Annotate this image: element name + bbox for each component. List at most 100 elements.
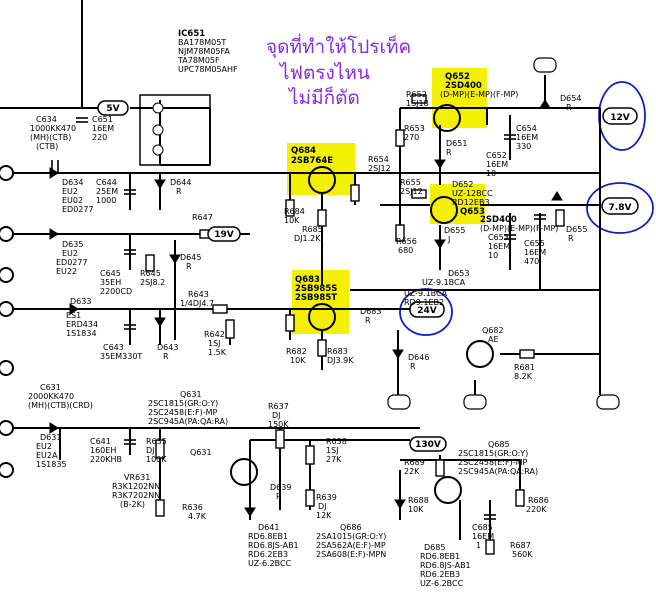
svg-text:EU2A: EU2A [36, 451, 58, 460]
svg-text:EU02: EU02 [62, 196, 83, 205]
svg-text:RD6.2EB3: RD6.2EB3 [420, 570, 460, 579]
svg-text:RD12EB3: RD12EB3 [452, 198, 490, 207]
svg-text:2SD400: 2SD400 [445, 81, 482, 91]
svg-text:ERD434: ERD434 [66, 320, 98, 329]
svg-text:R655: R655 [400, 178, 421, 187]
svg-text:2SD400: 2SD400 [480, 215, 517, 225]
svg-text:2SA608(E:F)-MPN: 2SA608(E:F)-MPN [316, 550, 386, 559]
svg-text:R684: R684 [284, 207, 305, 216]
svg-text:C653: C653 [488, 233, 509, 242]
svg-text:D655: D655 [566, 225, 587, 234]
svg-text:27K: 27K [326, 455, 342, 464]
svg-text:Q653: Q653 [460, 207, 485, 217]
svg-text:D634: D634 [62, 178, 83, 187]
svg-text:R637: R637 [268, 402, 289, 411]
svg-text:35EH: 35EH [100, 278, 121, 287]
svg-text:16EM: 16EM [472, 532, 494, 541]
svg-text:C641: C641 [90, 437, 111, 446]
svg-text:22K: 22K [404, 467, 420, 476]
svg-text:16EM: 16EM [92, 124, 114, 133]
thai-line-3: ไม่มีก็ตัด [287, 85, 360, 109]
svg-text:10: 10 [486, 169, 496, 178]
svg-text:(MH)(CTB): (MH)(CTB) [30, 133, 71, 142]
svg-text:C645: C645 [100, 269, 121, 278]
transistor-q682 [466, 340, 494, 368]
svg-text:D631: D631 [40, 433, 61, 442]
svg-text:R654: R654 [368, 155, 389, 164]
svg-text:RD6.8EB1: RD6.8EB1 [248, 532, 288, 541]
svg-text:1SJ18: 1SJ18 [406, 99, 429, 108]
svg-text:270: 270 [404, 133, 419, 142]
svg-text:ED0277: ED0277 [62, 205, 94, 214]
svg-text:D651: D651 [446, 139, 467, 148]
svg-text:R652: R652 [406, 90, 427, 99]
svg-text:160EH: 160EH [90, 446, 116, 455]
svg-text:220KHB: 220KHB [90, 455, 122, 464]
svg-text:4.7K: 4.7K [188, 512, 207, 521]
svg-text:D655: D655 [444, 226, 465, 235]
svg-text:TA78M05F: TA78M05F [177, 56, 220, 65]
svg-text:2SB985S: 2SB985S [295, 284, 337, 294]
svg-text:R643: R643 [188, 290, 209, 299]
svg-text:UPC78M05AHF: UPC78M05AHF [178, 65, 238, 74]
svg-text:D652: D652 [452, 180, 473, 189]
svg-text:RD6.8JS-AB1: RD6.8JS-AB1 [420, 561, 471, 570]
svg-text:R642: R642 [204, 330, 225, 339]
svg-text:UZ-9.1BCA: UZ-9.1BCA [422, 278, 466, 287]
svg-text:C652: C652 [486, 151, 507, 160]
svg-text:R3K7202NN: R3K7202NN [112, 491, 160, 500]
svg-text:1: 1 [476, 541, 481, 550]
svg-text:2SC2458(E:F)-MP: 2SC2458(E:F)-MP [148, 408, 217, 417]
svg-text:C655: C655 [524, 239, 545, 248]
svg-text:2SB985T: 2SB985T [295, 293, 337, 303]
svg-text:2SB764E: 2SB764E [291, 156, 333, 166]
svg-text:330: 330 [516, 142, 531, 151]
svg-text:100K: 100K [146, 455, 167, 464]
svg-text:Q686: Q686 [340, 523, 362, 532]
svg-text:DJ: DJ [146, 446, 155, 455]
svg-text:R685: R685 [302, 225, 323, 234]
svg-text:8.2K: 8.2K [514, 372, 533, 381]
svg-text:Q685: Q685 [488, 440, 510, 449]
capacitors [51, 117, 546, 520]
svg-text:D653: D653 [448, 269, 469, 278]
svg-text:35EM330T: 35EM330T [100, 352, 142, 361]
svg-text:10K: 10K [290, 356, 306, 365]
svg-text:UZ-6.2BCC: UZ-6.2BCC [248, 559, 292, 568]
svg-text:R: R [163, 352, 169, 361]
svg-text:R683: R683 [327, 347, 348, 356]
svg-text:R: R [176, 187, 182, 196]
highlight-q684 [287, 143, 355, 195]
svg-text:2SC2458(E:F)-MP: 2SC2458(E:F)-MP [458, 458, 527, 467]
svg-text:1SJ: 1SJ [208, 339, 221, 348]
transistor-q684 [308, 166, 336, 194]
svg-text:Q683: Q683 [295, 275, 320, 285]
small-tags [387, 57, 620, 410]
svg-text:C631: C631 [40, 383, 61, 392]
svg-text:UZ-6.2BCC: UZ-6.2BCC [420, 579, 464, 588]
svg-text:D644: D644 [170, 178, 191, 187]
tag-19v: 19V [207, 226, 241, 242]
svg-text:D646: D646 [408, 353, 429, 362]
svg-text:2SJ8.2: 2SJ8.2 [140, 278, 165, 287]
svg-text:J: J [447, 235, 450, 244]
svg-text:D645: D645 [180, 253, 201, 262]
svg-text:680: 680 [398, 246, 413, 255]
svg-text:(MH)(CTB)(CRD): (MH)(CTB)(CRD) [28, 401, 93, 410]
svg-text:R688: R688 [408, 496, 429, 505]
tag-24v-text: 24V [417, 306, 437, 316]
ic651-regulator [139, 94, 211, 166]
svg-text:2SJ12: 2SJ12 [400, 187, 423, 196]
svg-text:R: R [276, 492, 282, 501]
tag-24v: 24V [409, 301, 445, 318]
svg-text:R681: R681 [514, 363, 535, 372]
svg-text:2SC1815(GR:O:Y): 2SC1815(GR:O:Y) [148, 399, 218, 408]
svg-text:D654: D654 [560, 94, 581, 103]
svg-text:C651: C651 [92, 115, 113, 124]
svg-text:R3K1202NN: R3K1202NN [112, 482, 160, 491]
svg-text:C634: C634 [36, 115, 57, 124]
transistor-q683 [308, 303, 336, 331]
svg-text:R682: R682 [286, 347, 307, 356]
svg-text:UZ-12BCC: UZ-12BCC [452, 189, 493, 198]
svg-text:2SA1015(GR:O:Y): 2SA1015(GR:O:Y) [316, 532, 386, 541]
